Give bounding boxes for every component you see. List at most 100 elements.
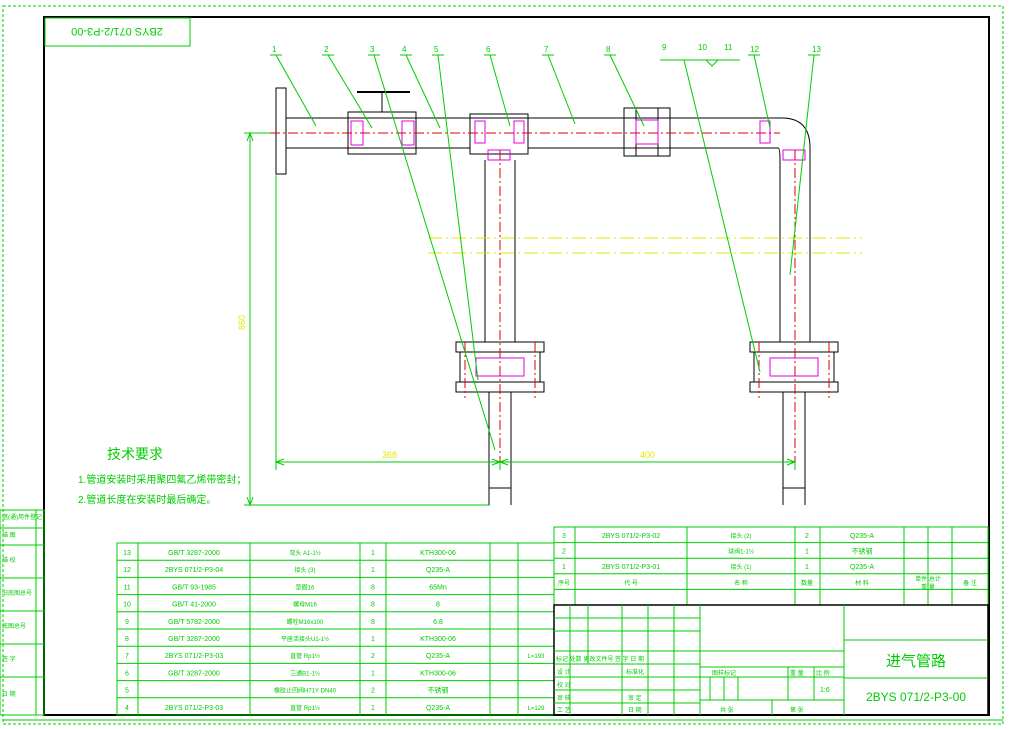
tb-scale-value: 1:6 — [820, 687, 830, 694]
left-label-6: 日 期 — [2, 690, 16, 698]
bom-row-9-material: 6.8 — [433, 619, 443, 626]
callout-10: 10 — [698, 43, 707, 52]
bom-row-12-material: Q235-A — [426, 567, 450, 574]
bom-row-4-name: 直管 Rp1½ — [290, 704, 320, 712]
bom-row-10-material: 8 — [436, 602, 440, 609]
part-callouts: 1 2 3 4 5 6 7 8 9 10 11 12 13 — [270, 43, 821, 451]
elbow-fitting — [770, 117, 811, 160]
bom-row-13-qty: 1 — [371, 550, 375, 557]
bom-row-5-name: 橡胶止回阀H71Y DN40 — [274, 687, 337, 695]
bom-row-3-code: 2BYS 071/2-P3-02 — [602, 533, 660, 540]
bom-row-2-no: 2 — [562, 549, 566, 556]
tech-line-1: 1.管道安装时采用聚四氟乙烯带密封； — [78, 473, 246, 486]
bom-row-9-code: GB/T 5782-2000 — [168, 619, 220, 626]
bom-row-10-code: GB/T 41-2000 — [172, 602, 216, 609]
bom-row-6-no: 6 — [125, 670, 129, 677]
callout-4: 4 — [402, 45, 407, 54]
bom-row-11-no: 11 — [123, 584, 130, 591]
left-label-1: 描 图 — [2, 531, 16, 539]
bom-row-2-qty: 1 — [805, 549, 809, 556]
title-block: 标记 处数 更改文件号 签 字 日 期 设 计 校 对 审 核 工 艺 标准化 … — [553, 604, 989, 716]
bom-row-13-code: GB/T 3287-2000 — [168, 550, 220, 557]
callout-1: 1 — [272, 45, 277, 54]
bom-row-13-no: 13 — [123, 550, 131, 557]
callout-12: 12 — [750, 45, 759, 54]
bom-row-4-no: 4 — [125, 705, 129, 712]
bom-row-1-name: 接头 (1) — [730, 563, 751, 571]
left-label-3: 旧底图总号 — [2, 589, 32, 597]
bom-row-10-no: 10 — [123, 602, 131, 609]
bom-row-9-name: 螺栓M16x100 — [287, 618, 324, 626]
callout-13: 13 — [812, 45, 821, 54]
bom-row-12-code: 2BYS 071/2-P3-04 — [165, 567, 223, 574]
inner-frame-border — [43, 16, 990, 716]
bom-row-5-no: 5 — [125, 688, 129, 695]
bom-row-11-qty: 8 — [371, 584, 375, 591]
tb-sheet-no: 第 张 — [790, 706, 804, 714]
bom-row-7-code: 2BYS 071/2-P3-03 — [165, 653, 223, 660]
bom-row-13-name: 弯头 A1-1½ — [289, 549, 320, 557]
bom-row-5-qty: 2 — [371, 688, 375, 695]
bom-row-7-name: 直管 Rp1½ — [290, 652, 320, 660]
callout-2: 2 — [324, 45, 329, 54]
drawing-title: 进气管路 — [886, 653, 946, 670]
left-label-5: 签 字 — [2, 655, 16, 663]
outer-trim-border — [2, 5, 1004, 725]
bom-row-11-name: 垫圈16 — [296, 583, 315, 591]
bom-row-10-name: 螺母M16 — [293, 601, 317, 609]
rotated-number-box — [44, 17, 191, 47]
bom-row-8-material: KTH300-06 — [420, 636, 456, 643]
tb-sheets-total: 共 张 — [720, 706, 734, 714]
dimension-left: 368 — [382, 450, 397, 460]
bom-row-1-material: Q235-A — [850, 564, 874, 571]
bom-row-8-code: GB/T 3287-2000 — [168, 636, 220, 643]
bom-row-9-qty: 8 — [371, 619, 375, 626]
union-fitting — [623, 107, 671, 157]
bom-row-6-material: KTH300-06 — [420, 670, 456, 677]
callout-6: 6 — [486, 45, 491, 54]
bom-header-qty: 数量 — [801, 579, 813, 587]
bom-row-8-name: 平座活接头U1-1½ — [281, 635, 329, 643]
bom-row-7-no: 7 — [125, 653, 129, 660]
bom-header-unit-total: 单件 总计 — [915, 575, 941, 583]
bom-row-4-note: L=129 — [528, 706, 546, 712]
bom-row-13-material: KTH300-06 — [420, 550, 456, 557]
callout-5: 5 — [434, 45, 439, 54]
tb-ratio: 比 例 — [816, 669, 830, 677]
dimensions: 860 368 400 — [237, 131, 797, 507]
callout-8: 8 — [606, 45, 611, 54]
bom-row-8-qty: 1 — [371, 636, 375, 643]
tb-change-header: 标记 处数 更改文件号 签 字 日 期 — [556, 655, 644, 663]
tb-design: 设 计 — [557, 668, 571, 676]
bom-row-4-material: Q235-A — [426, 705, 450, 712]
bom-row-6-qty: 1 — [371, 670, 375, 677]
bom-row-7-qty: 2 — [371, 653, 375, 660]
bom-row-6-code: GB/T 3287-2000 — [168, 670, 220, 677]
bom-row-11-code: GB/T 93-1985 — [172, 584, 216, 591]
bom-header-code: 代 号 — [624, 579, 638, 587]
tb-standardization: 标准化 — [626, 668, 644, 676]
callout-3: 3 — [370, 45, 375, 54]
bom-row-9-no: 9 — [125, 619, 129, 626]
tb-check: 校 对 — [557, 681, 571, 689]
tech-line-2: 2.管道长度在安装时最后确定。 — [78, 493, 216, 506]
bom-header-no: 序号 — [558, 579, 570, 587]
bom-header-material: 材 料 — [855, 579, 869, 587]
tb-approve: 审 定 — [628, 694, 642, 702]
bom-row-12-no: 12 — [123, 567, 131, 574]
tb-date: 日 期 — [628, 706, 642, 714]
bom-header-weight: 重 量 — [921, 583, 935, 591]
bom-row-6-name: 三通B1-1½ — [290, 669, 320, 677]
tech-heading: 技术要求 — [107, 446, 163, 462]
bom-row-3-qty: 2 — [805, 533, 809, 540]
tb-weight: 重 量 — [790, 669, 804, 677]
tb-review: 审 核 — [557, 694, 571, 702]
bom-row-3-material: Q235-A — [850, 533, 874, 540]
bom-row-5-material: 不锈钢 — [428, 686, 449, 695]
bom-row-1-qty: 1 — [805, 564, 809, 571]
bom-row-4-qty: 1 — [371, 705, 375, 712]
bom-row-11-material: 65Mn — [429, 584, 447, 591]
